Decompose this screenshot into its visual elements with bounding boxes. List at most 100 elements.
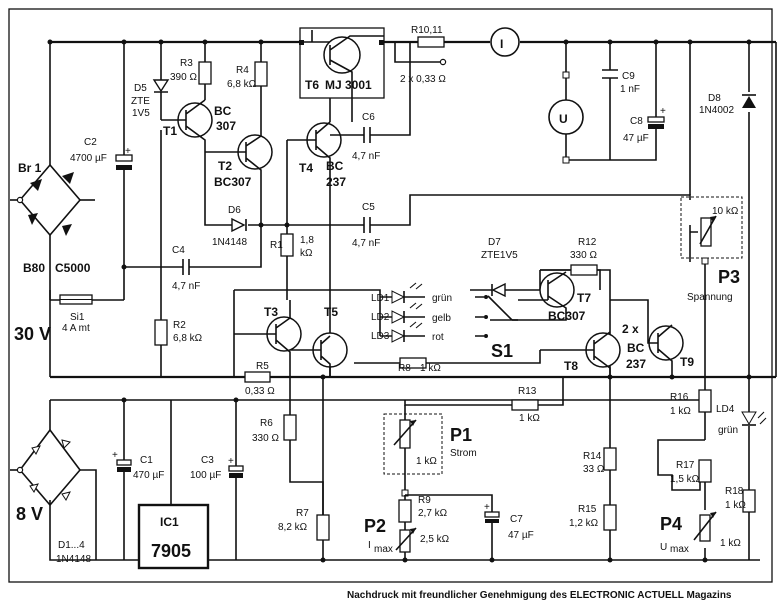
- t4-type2: 237: [326, 175, 346, 189]
- capacitor-c2: +: [115, 42, 133, 300]
- t5-label: T5: [324, 305, 338, 319]
- transistor-t2: [205, 134, 273, 225]
- r9-label: R9: [418, 495, 431, 506]
- t7-type: BC307: [548, 309, 586, 323]
- capacitor-c6: [330, 42, 411, 143]
- r13-value: 1 kΩ: [519, 413, 540, 424]
- c5-label: C5: [362, 202, 375, 213]
- r8-label: R8: [398, 363, 411, 374]
- c9-value: 1 nF: [620, 84, 640, 95]
- t9-label: T9: [680, 355, 694, 369]
- r4-value: 6,8 kΩ: [227, 79, 257, 90]
- t7-label: T7: [577, 291, 591, 305]
- potentiometer-p2: [395, 527, 417, 560]
- d5-value2: 1V5: [132, 108, 150, 119]
- r18-label: R18: [725, 486, 744, 497]
- svg-text:+: +: [112, 450, 118, 461]
- c4-label: C4: [172, 245, 185, 256]
- c6-value: 4,7 nF: [352, 151, 380, 162]
- led-green: grün: [432, 293, 452, 304]
- resistor-r4: [254, 42, 268, 140]
- resistor-r8: [354, 350, 541, 369]
- d7-value: ZTE1V5: [481, 250, 518, 261]
- p4-sub: max: [670, 544, 689, 555]
- diode-d5: [152, 42, 170, 120]
- resistor-r1: [280, 140, 294, 300]
- p1-value: 1 kΩ: [416, 456, 437, 467]
- r18-value: 1 kΩ: [725, 500, 746, 511]
- t3-label: T3: [264, 305, 278, 319]
- p2-value: 2,5 kΩ: [420, 534, 450, 545]
- fuse-si1: [59, 294, 93, 305]
- t4-label: T4: [299, 161, 313, 175]
- r8-value: 1 kΩ: [420, 363, 441, 374]
- p1-name: Strom: [450, 448, 477, 459]
- t89-type2: BC: [627, 341, 645, 355]
- ld3-label: LD3: [371, 331, 390, 342]
- ld2-label: LD2: [371, 312, 390, 323]
- resistor-r9: [398, 494, 493, 560]
- c5000-label: C5000: [55, 261, 91, 275]
- d5-value1: ZTE: [131, 96, 150, 107]
- r12-label: R12: [578, 237, 597, 248]
- t89-type1: 2 x: [622, 322, 639, 336]
- resistor-r7: [316, 377, 330, 560]
- c8-label: C8: [630, 116, 643, 127]
- d7-label: D7: [488, 237, 501, 248]
- transistor-t3: [234, 300, 302, 415]
- r1-value1: 1,8: [300, 235, 314, 246]
- meter-u-label: U: [559, 112, 568, 126]
- svg-text:+: +: [484, 502, 490, 513]
- br1-label: Br 1: [18, 161, 42, 175]
- led-ld4-branch: [741, 365, 767, 560]
- led-red: rot: [432, 332, 444, 343]
- transistor-t6: [299, 27, 385, 99]
- capacitor-c4: [124, 225, 262, 275]
- c5-value: 4,7 nF: [352, 238, 380, 249]
- c1-label: C1: [140, 455, 153, 466]
- r12-value: 330 Ω: [570, 250, 597, 261]
- resistor-r13: [404, 377, 564, 411]
- t89-type3: 237: [626, 357, 646, 371]
- si1-label: Si1: [70, 312, 85, 323]
- r9-value: 2,7 kΩ: [418, 508, 448, 519]
- resistor-r16-r17-p4: [657, 320, 717, 560]
- capacitor-c7: +: [484, 502, 500, 523]
- c4-value: 4,7 nF: [172, 281, 200, 292]
- svg-text:+: +: [125, 146, 131, 157]
- ld4-label: LD4: [716, 404, 735, 415]
- resistor-r6: [283, 414, 324, 515]
- c7-label: C7: [510, 514, 523, 525]
- resistor-r10-11: [394, 36, 447, 66]
- r4-label: R4: [236, 65, 249, 76]
- t2-label: T2: [218, 159, 232, 173]
- bridge-br1: [16, 163, 124, 301]
- transistor-t7: [490, 271, 575, 321]
- t6-label: T6: [305, 78, 319, 92]
- d14-value: 1N4148: [56, 554, 91, 565]
- c2-value: 4700 µF: [70, 153, 107, 164]
- r1-label: R1: [270, 240, 283, 251]
- p2-sub: max: [374, 544, 393, 555]
- transistor-t9: [610, 299, 684, 377]
- r7-value: 8,2 kΩ: [278, 522, 308, 533]
- r15-value: 1,2 kΩ: [569, 518, 599, 529]
- t1-type2: 307: [216, 119, 236, 133]
- t1-type1: BC: [214, 104, 232, 118]
- p3-value: 10 kΩ: [712, 206, 739, 217]
- ld4-color: grün: [718, 425, 738, 436]
- ammeter: [490, 27, 520, 57]
- potentiometer-p3: [680, 42, 743, 320]
- c3-value: 100 µF: [190, 470, 221, 481]
- d8-value: 1N4002: [699, 105, 734, 116]
- p4-name: U: [660, 542, 667, 553]
- b80-label: B80: [23, 261, 45, 275]
- t8-label: T8: [564, 359, 578, 373]
- p1-label: P1: [450, 425, 472, 445]
- c7-value: 47 µF: [508, 530, 534, 541]
- r2-label: R2: [173, 320, 186, 331]
- regulator-ic1: [137, 400, 210, 570]
- d8-label: D8: [708, 93, 721, 104]
- r14-value: 33 Ω: [583, 464, 605, 475]
- resistor-r2: [154, 130, 168, 377]
